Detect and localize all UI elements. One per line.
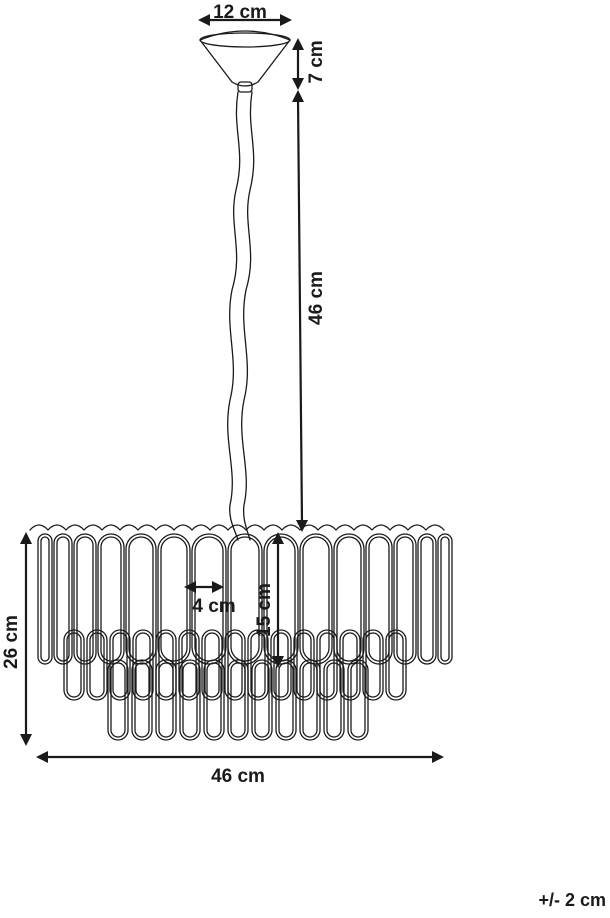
bottom-tier-element	[155, 659, 177, 741]
canopy-width-label: 12 cm	[213, 2, 267, 23]
upper-tier-element-inner	[396, 536, 414, 662]
bottom-tier-element	[107, 659, 129, 741]
middle-tier-element	[339, 629, 361, 701]
upper-tier-element	[437, 533, 453, 665]
middle-tier-element-inner	[388, 632, 404, 698]
element-width-label: 4 cm	[192, 596, 235, 617]
bottom-tier-element-inner	[182, 662, 198, 738]
middle-tier-element-inner	[135, 632, 151, 698]
upper-tier-element	[263, 533, 299, 665]
bottom-tier-element	[131, 659, 153, 741]
bottom-tier-element-inner	[158, 662, 174, 738]
middle-tier-element	[86, 629, 108, 701]
upper-tier	[37, 533, 453, 665]
upper-tier-element	[53, 533, 73, 665]
bottom-tier-element	[323, 659, 345, 741]
scalloped-rim	[29, 524, 445, 531]
upper-tier-element	[333, 533, 365, 665]
upper-tier-element	[97, 533, 125, 665]
middle-tier-element	[224, 629, 246, 701]
upper-tier-element	[125, 533, 157, 665]
upper-tier-element	[191, 533, 227, 665]
bottom-tier-element	[347, 659, 369, 741]
upper-tier-element-inner	[420, 536, 434, 662]
middle-tier-element-inner	[89, 632, 105, 698]
diameter-label: 46 cm	[211, 766, 265, 787]
cord-length-dimension: 46 cm	[292, 90, 327, 532]
diameter-dimension: 46 cm	[36, 751, 444, 787]
total-height-label: 26 cm	[1, 615, 22, 669]
upper-tier-element	[73, 533, 97, 665]
middle-tier-element-inner	[250, 632, 266, 698]
canopy-height-label: 7 cm	[306, 40, 327, 83]
bottom-tier-element	[227, 659, 249, 741]
upper-tier-element	[393, 533, 417, 665]
middle-tier-element-inner	[227, 632, 243, 698]
upper-tier-element-inner	[440, 536, 450, 662]
bottom-tier-element-inner	[326, 662, 342, 738]
upper-tier-element-inner	[302, 536, 330, 662]
top-ring	[29, 524, 445, 531]
tolerance-note: +/- 2 cm	[538, 890, 606, 910]
upper-tier-element-inner	[40, 536, 50, 662]
upper-tier-element-inner	[230, 536, 260, 662]
middle-tier-element	[155, 629, 177, 701]
cord-length-label: 46 cm	[306, 271, 327, 325]
canopy-height-dimension: 7 cm	[292, 38, 327, 90]
upper-tier-element-inner	[368, 536, 390, 662]
bottom-tier-element-inner	[110, 662, 126, 738]
middle-tier	[63, 629, 407, 701]
upper-tier-element-inner	[56, 536, 70, 662]
middle-tier-element	[385, 629, 407, 701]
upper-tier-element-inner	[100, 536, 122, 662]
ceiling-canopy	[199, 30, 291, 93]
tier-height-dimension: 15 cm	[254, 532, 284, 668]
element-width-dimension: 4 cm	[184, 581, 236, 617]
upper-tier-element-inner	[128, 536, 154, 662]
bottom-tier-element-inner	[350, 662, 366, 738]
upper-tier-element	[37, 533, 53, 665]
middle-tier-element	[247, 629, 269, 701]
upper-tier-element-inner	[160, 536, 188, 662]
upper-tier-element	[157, 533, 191, 665]
tier-height-label: 15 cm	[254, 583, 275, 637]
upper-tier-element	[227, 533, 263, 665]
bottom-tier-element-inner	[254, 662, 270, 738]
bottom-tier-element	[251, 659, 273, 741]
middle-tier-element-inner	[273, 632, 289, 698]
bottom-tier-element-inner	[134, 662, 150, 738]
upper-tier-element-inner	[336, 536, 362, 662]
upper-tier-element	[299, 533, 333, 665]
bottom-tier-element	[179, 659, 201, 741]
upper-tier-element-inner	[76, 536, 94, 662]
middle-tier-element-inner	[158, 632, 174, 698]
suspension-cord	[227, 91, 255, 541]
upper-tier-element	[365, 533, 393, 665]
upper-tier-element-inner	[194, 536, 224, 662]
total-height-dimension: 26 cm	[1, 532, 32, 746]
middle-tier-element-inner	[181, 632, 197, 698]
upper-tier-element	[417, 533, 437, 665]
middle-tier-element-inner	[296, 632, 312, 698]
canopy-width-dimension: 12 cm	[198, 2, 292, 26]
